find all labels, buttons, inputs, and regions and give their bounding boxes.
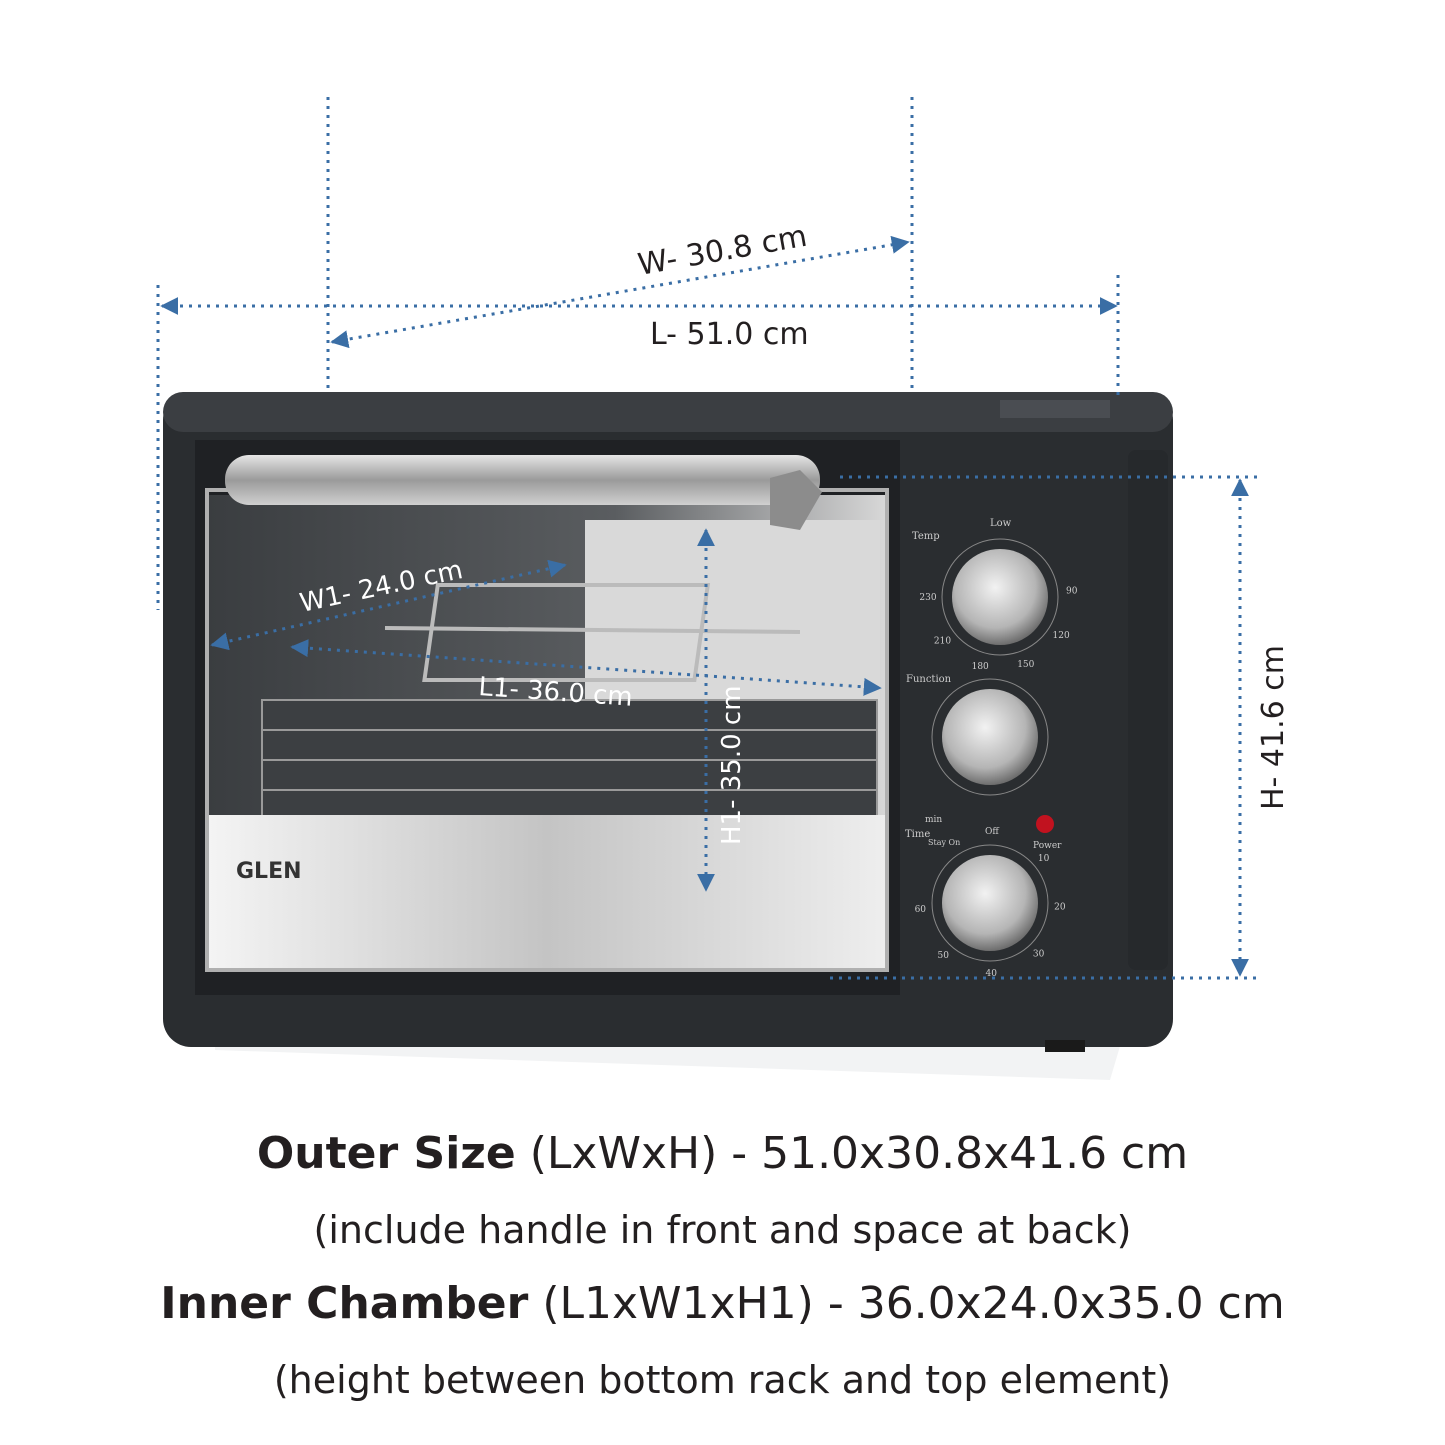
timer-scale-mark: 40	[985, 969, 997, 979]
door-handle[interactable]	[225, 455, 822, 530]
function-label: Function	[906, 674, 952, 685]
temp-low-label: Low	[990, 518, 1012, 529]
width-dimension-arrow	[330, 235, 910, 349]
inner-width-arrow	[210, 559, 567, 651]
side-vents	[1128, 450, 1168, 970]
function-knob-ring	[931, 678, 1049, 796]
temp-scale-mark: 230	[919, 593, 936, 603]
inner-chamber-title: Inner Chamber	[160, 1278, 529, 1329]
timer-scale-mark: 30	[1033, 949, 1045, 959]
timer-scale-mark: 10	[1038, 854, 1050, 864]
power-label: Power	[1033, 841, 1062, 851]
timer-stay-on-label: Stay On	[928, 838, 960, 847]
outer-size-value: (LxWxH) - 51.0x30.8x41.6 cm	[515, 1128, 1189, 1179]
outer-size-note: (include handle in front and space at ba…	[313, 1208, 1132, 1252]
timer-label: Time	[905, 829, 930, 840]
temp-scale-mark: 90	[1066, 587, 1078, 597]
dimension-lines	[156, 97, 1262, 980]
temp-scale-mark: 120	[1053, 631, 1070, 641]
temp-knob-ring	[941, 538, 1059, 656]
control-panel: Temp Low Function Power Time min Stay On…	[900, 470, 1100, 995]
timer-scale-mark: 60	[915, 905, 927, 915]
temp-scale-mark: 180	[972, 662, 989, 672]
timer-knob-ring	[931, 844, 1049, 962]
temp-scale-mark: 210	[934, 636, 951, 646]
inner-chamber-caption: Inner Chamber (L1xW1xH1) - 36.0x24.0x35.…	[0, 1278, 1445, 1329]
temp-knob[interactable]	[952, 549, 1048, 645]
outer-size-title: Outer Size	[256, 1128, 516, 1179]
timer-off-label: Off	[985, 827, 999, 837]
foot-right	[1045, 1040, 1085, 1052]
outer-size-caption: Outer Size (LxWxH) - 51.0x30.8x41.6 cm	[0, 1128, 1445, 1179]
outer-length-label: L- 51.0 cm	[650, 317, 809, 352]
timer-scale-mark: 50	[937, 951, 949, 961]
temp-scale-mark: 150	[1017, 660, 1034, 670]
power-indicator-light	[1036, 815, 1054, 833]
timer-unit-label: min	[925, 815, 942, 825]
inner-chamber-note: (height between bottom rack and top elem…	[273, 1358, 1172, 1402]
temp-scale-marks: 90 120 150 180 210 230	[919, 587, 1077, 673]
timer-scale-mark: 20	[1054, 903, 1066, 913]
timer-knob[interactable]	[942, 855, 1038, 951]
temp-label: Temp	[912, 531, 940, 542]
inner-chamber-value: (L1xW1xH1) - 36.0x24.0x35.0 cm	[528, 1278, 1285, 1329]
function-knob[interactable]	[942, 689, 1038, 785]
door-bottom-plate	[207, 815, 887, 970]
timer-scale-marks: 10 20 30 40 50 60	[915, 854, 1066, 979]
brand-logo: GLEN	[236, 859, 302, 884]
outer-height-label: H- 41.6 cm	[1256, 645, 1291, 810]
inner-height-label: H1- 35.0 cm	[717, 685, 747, 845]
